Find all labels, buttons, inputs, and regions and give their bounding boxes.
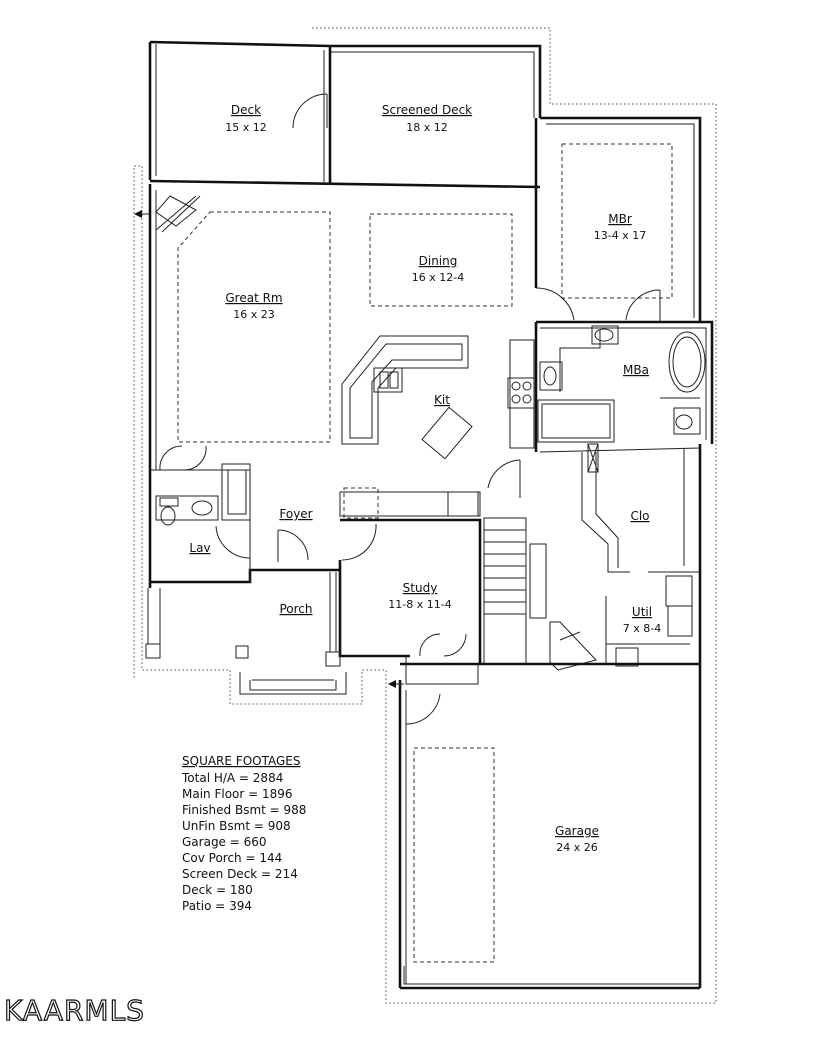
stairs [483,517,597,671]
study-label: Study [403,581,438,595]
mba-label: MBa [623,363,649,377]
sqft-line: Patio = 394 [182,899,252,913]
sqft-line: Cov Porch = 144 [182,851,282,865]
great-rm-label: Great Rm [225,291,282,305]
clo-label: Clo [630,509,649,523]
study-room [340,518,482,685]
garage-label: Garage [555,824,599,838]
sqft-line: Total H/A = 2884 [181,771,283,785]
sqft-line: Finished Bsmt = 988 [182,803,306,817]
mbr-dim: 13-4 x 17 [594,229,646,242]
screened-deck-dim: 18 x 12 [406,121,448,134]
util-label: Util [632,605,652,619]
util-dim: 7 x 8-4 [623,622,661,635]
dining-room [369,213,513,307]
deck-area [148,40,542,189]
lav-label: Lav [189,541,210,555]
room-labels: Deck 15 x 12 Screened Deck 18 x 12 MBr 1… [189,103,661,854]
exterior-walls [148,116,714,664]
foyer-label: Foyer [279,507,312,521]
dining-label: Dining [419,254,458,268]
porch [145,572,347,695]
dining-dim: 16 x 12-4 [412,271,464,284]
screened-deck-label: Screened Deck [382,103,472,117]
mbr-room [534,118,673,322]
porch-label: Porch [279,602,312,616]
foyer-closets [150,445,377,582]
sqft-line: Garage = 660 [182,835,267,849]
garage [388,662,702,990]
deck-dim: 15 x 12 [225,121,267,134]
kit-label: Kit [434,393,450,407]
deck-label: Deck [231,103,261,117]
closet-utility [581,443,700,667]
sqft-line: Screen Deck = 214 [182,867,298,881]
square-footages-title: SQUARE FOOTAGES [182,754,300,768]
sqft-line: Deck = 180 [182,883,253,897]
square-footages: SQUARE FOOTAGES Total H/A = 2884 Main Fl… [181,754,306,913]
great-room [134,195,331,443]
kaarmls-watermark: KAARMLS [4,994,145,1027]
garage-dim: 24 x 26 [556,841,598,854]
mba-room [534,322,706,453]
mbr-label: MBr [608,212,632,226]
overhang-outline [133,27,717,1004]
study-dim: 11-8 x 11-4 [388,598,451,611]
sqft-line: Main Floor = 1896 [182,787,293,801]
great-rm-dim: 16 x 23 [233,308,275,321]
kitchen [339,335,535,519]
sqft-line: UnFin Bsmt = 908 [182,819,291,833]
